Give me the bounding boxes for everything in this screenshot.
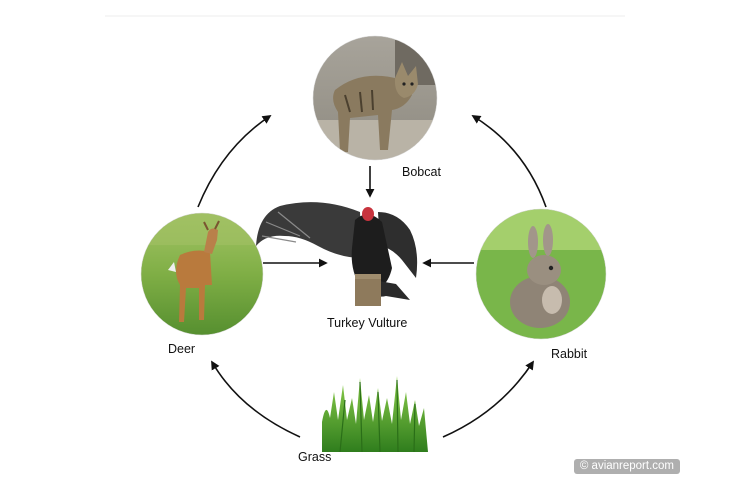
rabbit-image (475, 208, 607, 340)
deer-image (140, 212, 264, 336)
arrow-grass-to-rabbit (442, 360, 534, 438)
deer-label: Deer (168, 342, 196, 356)
turkey-vulture-image (256, 202, 418, 306)
arrows (197, 115, 547, 438)
watermark: © avianreport.com (573, 459, 680, 474)
bobcat-label: Bobcat (402, 165, 441, 179)
rabbit-label: Rabbit (551, 347, 588, 361)
arrow-grass-to-deer (211, 360, 301, 438)
arrow-deer-to-bobcat (197, 115, 272, 208)
bobcat-image (312, 35, 438, 161)
turkey-vulture-label: Turkey Vulture (327, 316, 408, 330)
grass-label: Grass (298, 450, 332, 464)
grass-image (322, 376, 428, 453)
arrow-rabbit-to-bobcat (471, 115, 547, 208)
